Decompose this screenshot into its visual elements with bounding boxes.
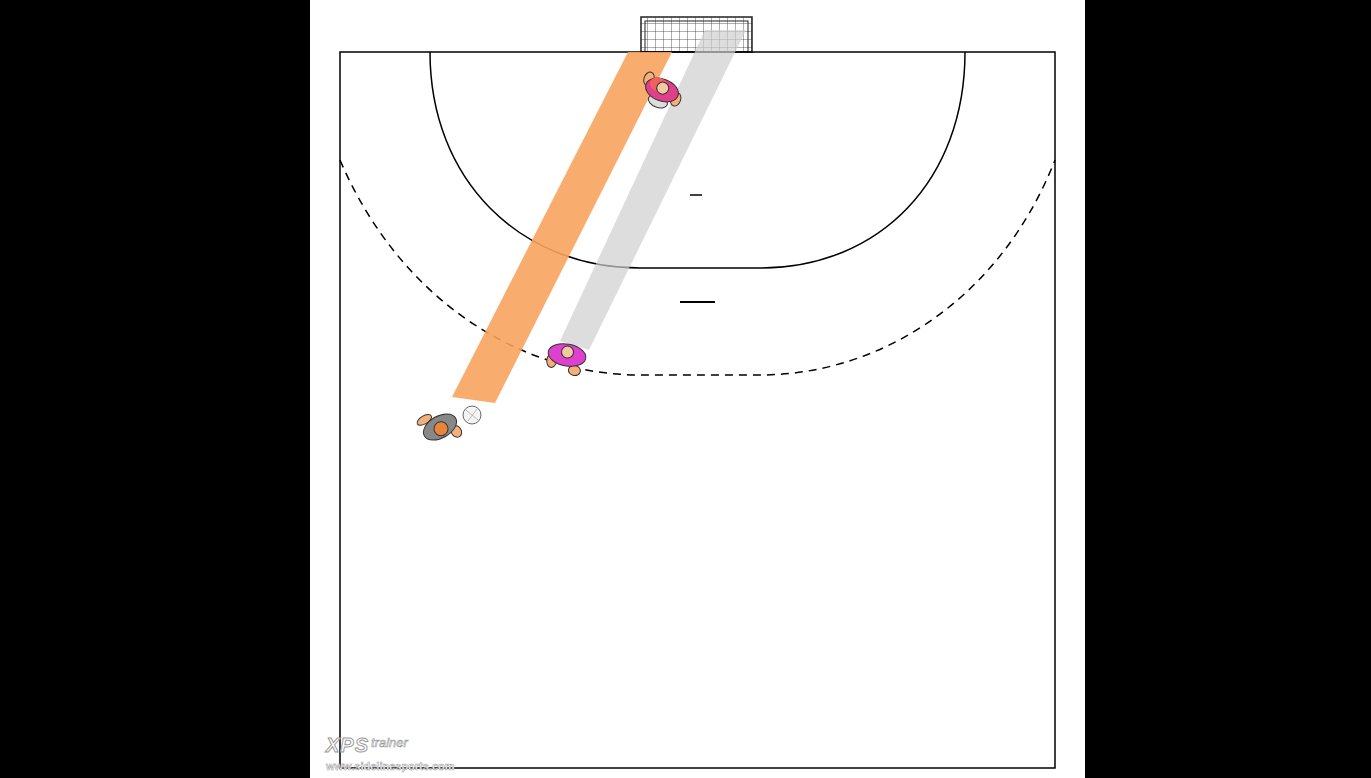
watermark-logo: XPS	[326, 734, 369, 757]
ball	[463, 406, 481, 424]
goalkeeper	[636, 71, 686, 114]
defender	[545, 341, 588, 377]
watermark-trainer: trainer	[371, 735, 408, 750]
watermark-url: www.sidelinesports.com	[326, 760, 455, 772]
attacker	[415, 402, 464, 451]
